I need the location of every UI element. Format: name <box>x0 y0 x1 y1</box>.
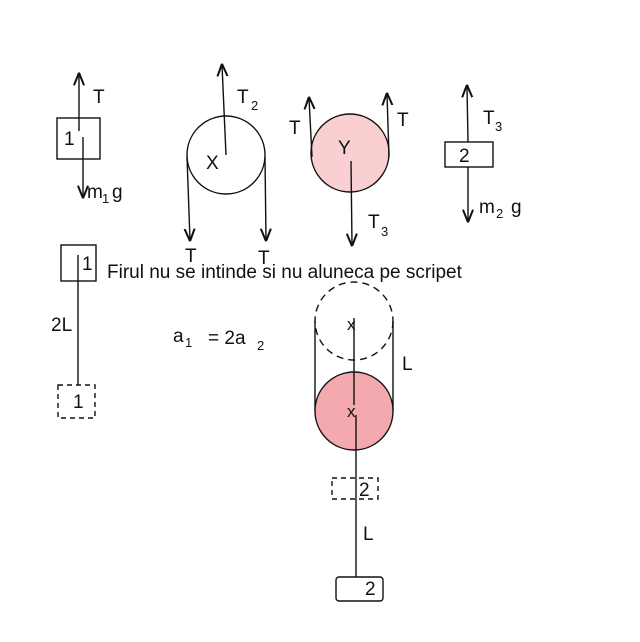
tension-2-t: T <box>237 87 249 108</box>
tension-3-up-arrow <box>467 86 468 143</box>
tension-3-down-subscript: 3 <box>381 224 388 239</box>
block-1-end-box-dashed <box>57 384 96 419</box>
block-1-fbd: 1 T m 1 g <box>56 74 123 206</box>
relation-equals-2a: = 2a <box>208 328 246 349</box>
pulley-y-right-tension-label: T <box>397 110 409 131</box>
block-1-start-label: 1 <box>82 254 93 275</box>
weight-2-g: g <box>511 197 522 218</box>
block-2-label: 2 <box>459 146 470 167</box>
pulley-x-fbd: X T 2 T T <box>185 65 270 269</box>
pulley-y-right-tension-arrow <box>387 94 389 158</box>
acceleration-relation: a 1 = 2a 2 <box>173 326 264 353</box>
block-2-end-label: 2 <box>365 579 376 600</box>
tension-2-subscript: 2 <box>251 98 258 113</box>
pulley-y-fbd: Y T T T 3 <box>289 94 409 245</box>
weight-1-m: m <box>87 182 103 203</box>
pulley-x-label: X <box>206 153 219 174</box>
tension-3-up-t: T <box>483 108 495 129</box>
block-2-box <box>444 141 494 168</box>
left-rope-tension-arrow <box>187 156 190 240</box>
tension-3-up-subscript: 3 <box>495 119 502 134</box>
block-2-fbd: 2 T 3 m 2 g <box>444 86 522 221</box>
block-1-end-label: 1 <box>73 392 84 413</box>
block-2-displacement: 2 L 2 <box>331 415 384 602</box>
block-2-start-label: 2 <box>359 480 370 501</box>
right-rope-tension-label: T <box>258 248 270 269</box>
block-2-end-box <box>335 576 384 602</box>
weight-1-subscript: 1 <box>102 191 109 206</box>
left-rope-tension-label: T <box>185 246 197 267</box>
weight-1-g: g <box>112 182 123 203</box>
relation-a: a <box>173 326 184 347</box>
pulley-start-axle-mark: x <box>347 315 356 334</box>
relation-sub-1: 1 <box>185 335 192 350</box>
pulley-y-left-tension-arrow <box>309 98 312 158</box>
block-1-displacement: 1 1 2L <box>51 244 97 419</box>
constraint-statement: Firul nu se intinde si nu aluneca pe scr… <box>107 262 463 283</box>
pulley-end-axle-mark: x <box>347 402 356 421</box>
block-2-start-box-dashed <box>331 477 379 500</box>
tension-3-down-t: T <box>368 212 380 233</box>
pulley-y-left-tension-label: T <box>289 118 301 139</box>
tension-label: T <box>93 87 105 108</box>
relation-sub-2: 2 <box>257 338 264 353</box>
weight-2-subscript: 2 <box>496 206 503 221</box>
weight-2-m: m <box>479 197 495 218</box>
tension-3-down-arrow <box>351 160 352 245</box>
right-rope-tension-arrow <box>265 156 266 240</box>
block-2-distance-label: L <box>363 524 374 545</box>
block-1-label: 1 <box>64 129 75 150</box>
block-1-distance-label: 2L <box>51 315 72 336</box>
pulley-y-label: Y <box>338 138 351 159</box>
moving-pulley-displacement: x x L <box>314 281 413 451</box>
tension-2-arrow <box>222 65 226 156</box>
pulley-distance-label: L <box>402 354 413 375</box>
